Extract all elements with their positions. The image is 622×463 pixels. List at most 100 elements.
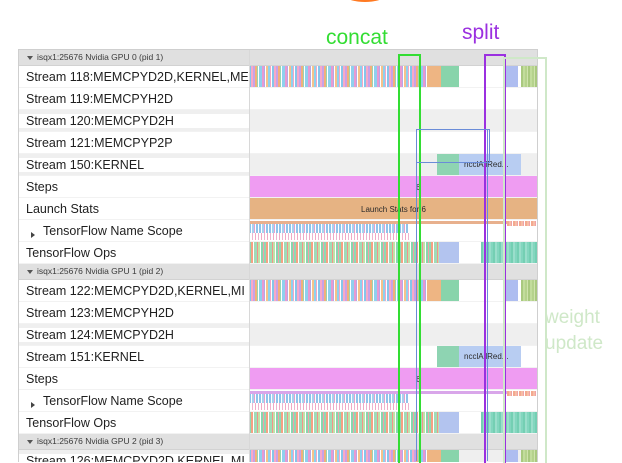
row-label-tensorflow-name-scope[interactable]: TensorFlow Name Scope	[19, 393, 249, 408]
process-group-gpu1: isqx1:25676 Nvidia GPU 1 (pid 2) Stream …	[19, 264, 537, 434]
chevron-down-icon[interactable]	[27, 270, 33, 274]
table-row[interactable]: Steps 6	[19, 368, 537, 390]
row-track[interactable]	[249, 324, 537, 345]
dense-events[interactable]	[507, 221, 537, 226]
event-block[interactable]	[441, 280, 459, 301]
group-header-label: isqx1:25676 Nvidia GPU 1 (pid 2)	[37, 266, 164, 276]
table-row[interactable]: TensorFlow Name Scope	[19, 220, 537, 242]
event-block[interactable]	[441, 66, 459, 87]
chevron-right-icon[interactable]	[31, 231, 35, 238]
steps-block[interactable]	[249, 368, 537, 389]
row-track[interactable]: 6	[249, 176, 537, 197]
dense-events[interactable]	[249, 233, 409, 240]
event-block[interactable]	[504, 280, 518, 301]
row-label: Stream 151:KERNEL	[19, 349, 249, 364]
table-row[interactable]: Stream 150:KERNEL ncclAllRed...	[19, 154, 537, 176]
table-row[interactable]: TensorFlow Ops	[19, 242, 537, 264]
group-header-gpu0[interactable]: isqx1:25676 Nvidia GPU 0 (pid 1)	[19, 50, 537, 66]
dense-events[interactable]	[521, 450, 537, 462]
dense-events[interactable]	[249, 242, 439, 263]
trace-panel[interactable]: isqx1:25676 Nvidia GPU 0 (pid 1) Stream …	[18, 49, 538, 462]
table-row[interactable]: Stream 124:MEMCPYD2H	[19, 324, 537, 346]
row-track[interactable]	[249, 280, 537, 301]
table-row[interactable]: Stream 120:MEMCPYD2H	[19, 110, 537, 132]
dense-events[interactable]	[249, 450, 427, 462]
row-track[interactable]	[249, 302, 537, 323]
event-block[interactable]	[439, 242, 459, 263]
dense-events[interactable]	[507, 391, 537, 396]
event-block[interactable]	[427, 66, 441, 87]
row-label: Stream 121:MEMCPYP2P	[19, 135, 249, 150]
row-track[interactable]	[249, 88, 537, 109]
row-track[interactable]	[249, 110, 537, 131]
row-track[interactable]: 6	[249, 368, 537, 389]
annotation-label-concat: concat	[326, 26, 388, 49]
row-label: Launch Stats	[19, 201, 249, 216]
table-row[interactable]: Steps 6	[19, 176, 537, 198]
table-row[interactable]: TensorFlow Name Scope	[19, 390, 537, 412]
launch-stats-block[interactable]	[249, 198, 537, 219]
table-row[interactable]: Stream 118:MEMCPYD2D,KERNEL,ME	[19, 66, 537, 88]
dense-events[interactable]	[481, 242, 537, 263]
event-block[interactable]	[504, 66, 518, 87]
event-block[interactable]	[437, 154, 459, 175]
dense-events[interactable]	[249, 224, 409, 233]
scope-summary-bar[interactable]	[249, 391, 537, 394]
annotation-label-split: split	[462, 21, 500, 44]
chevron-down-icon[interactable]	[27, 440, 33, 444]
row-track[interactable]	[249, 220, 537, 241]
table-row[interactable]: Stream 119:MEMCPYH2D	[19, 88, 537, 110]
process-group-gpu2: isqx1:25676 Nvidia GPU 2 (pid 3) Stream …	[19, 434, 537, 462]
row-label: TensorFlow Name Scope	[43, 223, 183, 238]
row-label: Steps	[19, 371, 249, 386]
group-header-label: isqx1:25676 Nvidia GPU 2 (pid 3)	[37, 436, 164, 446]
dense-events[interactable]	[249, 66, 427, 87]
event-block[interactable]	[441, 450, 459, 462]
group-header-gpu1[interactable]: isqx1:25676 Nvidia GPU 1 (pid 2)	[19, 264, 537, 280]
event-block[interactable]	[504, 450, 518, 462]
dense-events[interactable]	[249, 394, 409, 403]
process-group-gpu0: isqx1:25676 Nvidia GPU 0 (pid 1) Stream …	[19, 50, 537, 264]
table-row[interactable]: Stream 123:MEMCPYH2D	[19, 302, 537, 324]
event-block[interactable]	[427, 280, 441, 301]
row-track[interactable]	[249, 450, 537, 462]
chevron-down-icon[interactable]	[27, 56, 33, 60]
steps-label: 6	[416, 183, 421, 192]
row-track[interactable]	[249, 390, 537, 411]
event-block[interactable]	[437, 346, 459, 367]
annotation-label-weight-line2: update	[545, 333, 604, 354]
row-label: Stream 122:MEMCPYD2D,KERNEL,MI	[19, 283, 249, 298]
dense-events[interactable]	[521, 66, 537, 87]
scope-summary-bar[interactable]	[249, 221, 537, 224]
row-track[interactable]	[249, 66, 537, 87]
table-row[interactable]: Stream 121:MEMCPYP2P	[19, 132, 537, 154]
row-label: Stream 119:MEMCPYH2D	[19, 91, 249, 106]
table-row[interactable]: Stream 122:MEMCPYD2D,KERNEL,MI	[19, 280, 537, 302]
table-row[interactable]: Launch Stats Launch Stats for 6	[19, 198, 537, 220]
dense-events[interactable]	[521, 280, 537, 301]
dense-events[interactable]	[249, 403, 409, 410]
row-label: TensorFlow Ops	[19, 245, 249, 260]
table-row[interactable]: TensorFlow Ops	[19, 412, 537, 434]
row-track[interactable]: Launch Stats for 6	[249, 198, 537, 219]
row-track[interactable]: ncclAllRed...	[249, 346, 537, 367]
dense-events[interactable]	[481, 412, 537, 433]
group-header-gpu2[interactable]: isqx1:25676 Nvidia GPU 2 (pid 3)	[19, 434, 537, 450]
chevron-right-icon[interactable]	[31, 401, 35, 408]
steps-block[interactable]	[249, 176, 537, 197]
table-row[interactable]: Stream 126:MEMCPYD2D,KERNEL,MI	[19, 450, 537, 462]
event-block[interactable]	[427, 450, 441, 462]
row-label: Stream 118:MEMCPYD2D,KERNEL,ME	[19, 69, 249, 84]
event-block[interactable]	[439, 412, 459, 433]
row-track[interactable]: ncclAllRed...	[249, 154, 537, 175]
row-label: Stream 120:MEMCPYD2H	[19, 113, 249, 128]
row-track[interactable]	[249, 242, 537, 263]
row-track[interactable]	[249, 412, 537, 433]
dense-events[interactable]	[249, 412, 439, 433]
row-label-tensorflow-name-scope[interactable]: TensorFlow Name Scope	[19, 223, 249, 238]
table-row[interactable]: Stream 151:KERNEL ncclAllRed...	[19, 346, 537, 368]
dense-events[interactable]	[249, 280, 427, 301]
row-track[interactable]	[249, 132, 537, 153]
row-label: Stream 126:MEMCPYD2D,KERNEL,MI	[19, 453, 249, 462]
